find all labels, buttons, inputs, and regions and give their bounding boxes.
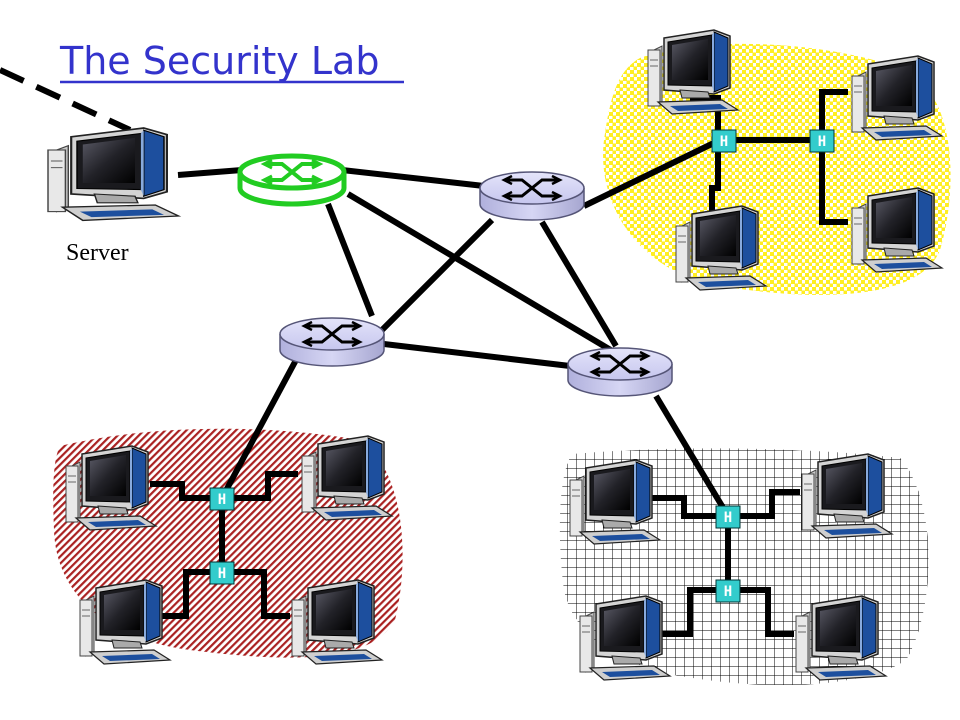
- svg-text:H: H: [218, 492, 226, 508]
- svg-text:H: H: [720, 134, 728, 150]
- router-right[interactable]: [566, 346, 674, 398]
- link-router-top-router-right: [539, 220, 619, 348]
- svg-text:H: H: [724, 584, 732, 600]
- link-router-top-router-left: [377, 217, 495, 335]
- server-label: Server: [66, 240, 129, 266]
- svg-text:H: H: [818, 134, 826, 150]
- hub-icon[interactable]: H: [715, 579, 741, 603]
- link-gateway-router-top: [341, 167, 485, 189]
- svg-text:H: H: [724, 510, 732, 526]
- hub-icon[interactable]: H: [715, 505, 741, 529]
- gateway-router[interactable]: [237, 153, 347, 207]
- link-router-top-yellow-hub: [582, 137, 722, 209]
- link-router-left-router-right: [383, 341, 571, 369]
- computer-icon[interactable]: [647, 29, 739, 115]
- hub-icon[interactable]: H: [711, 129, 737, 153]
- link-router-left-red-hub: [219, 358, 299, 500]
- link-router-right-grid-hub: [653, 394, 731, 518]
- link-gateway-router-right: [346, 191, 616, 355]
- backbone-links: [177, 137, 731, 518]
- hub-icon[interactable]: H: [209, 561, 235, 585]
- hub-icon[interactable]: H: [209, 487, 235, 511]
- hub-icon[interactable]: H: [809, 129, 835, 153]
- server-icon[interactable]: [46, 126, 180, 222]
- external-link-dashed: [0, 67, 132, 133]
- router-top[interactable]: [478, 170, 586, 222]
- router-left[interactable]: [278, 316, 386, 368]
- page-title: The Security Lab: [59, 39, 379, 83]
- svg-text:H: H: [218, 566, 226, 582]
- lan-wiring: [150, 89, 848, 637]
- link-gateway-router-left: [325, 202, 375, 318]
- link-server-gateway: [177, 167, 243, 178]
